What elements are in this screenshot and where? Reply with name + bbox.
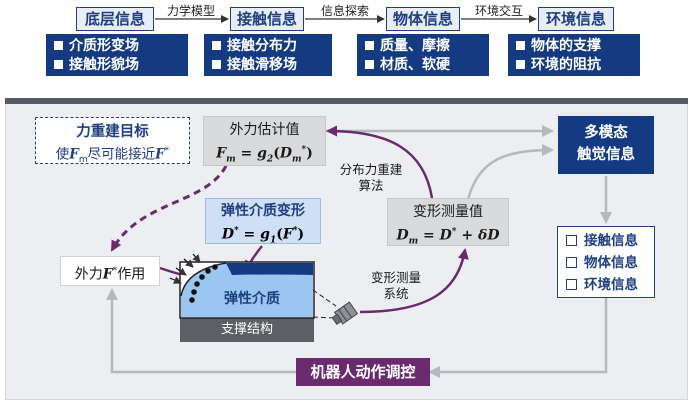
top-item: 接触形貌场 bbox=[54, 56, 188, 75]
force-arrow-small bbox=[183, 258, 194, 268]
top-item: 介质形变场 bbox=[54, 37, 188, 56]
square-bullet-icon bbox=[516, 59, 525, 69]
top-connectors bbox=[155, 15, 537, 23]
sensor-illustration bbox=[169, 253, 359, 342]
connector-label: 环境交互 bbox=[474, 4, 523, 18]
camera-sight-line bbox=[312, 289, 337, 307]
top-title-contact: 接触信息 bbox=[230, 7, 304, 31]
connector-label: 力学模型 bbox=[166, 4, 215, 18]
square-bullet-icon bbox=[212, 40, 221, 50]
info-item: 环境信息 bbox=[566, 274, 654, 296]
measure-system-label: 变形测量 系统 bbox=[364, 270, 428, 302]
force-arrow-small bbox=[192, 253, 201, 263]
medium-surface bbox=[180, 262, 227, 297]
checkbox-icon bbox=[566, 234, 577, 246]
force-estimate-box: 外力估计值 Fm = g2(Dm*) bbox=[203, 116, 326, 166]
checkbox-icon bbox=[566, 256, 577, 268]
deform-measure-formula: Dm = D* + δD bbox=[396, 227, 500, 247]
goal-line: 使Fm尽可能接近F* bbox=[55, 146, 170, 166]
camera-icon bbox=[331, 301, 359, 326]
square-bullet-icon bbox=[212, 59, 221, 69]
top-item: 接触分布力 bbox=[212, 37, 332, 56]
info-item: 接触信息 bbox=[566, 230, 654, 252]
top-item: 物体的支撑 bbox=[516, 37, 640, 56]
contact-dot bbox=[199, 274, 205, 280]
square-bullet-icon bbox=[54, 59, 63, 69]
contact-dot bbox=[189, 297, 195, 303]
goal-title: 力重建目标 bbox=[76, 124, 149, 140]
elastic-deform-title: 弹性介质变形 bbox=[221, 203, 305, 219]
contact-dot bbox=[194, 281, 200, 287]
top-items-environment: 物体的支撑 环境的阻抗 bbox=[508, 34, 640, 76]
medium-fill bbox=[181, 263, 313, 317]
multimodal-line: 触觉信息 bbox=[577, 147, 635, 163]
arrow-measure-to-multimodal bbox=[466, 144, 554, 201]
square-bullet-icon bbox=[365, 59, 374, 69]
elastic-medium-label: 弹性介质 bbox=[224, 291, 280, 307]
top-item: 接触滑移场 bbox=[212, 56, 332, 75]
contact-dot bbox=[205, 268, 211, 274]
deform-measure-box: 变形测量值 Dm = D* + δD bbox=[387, 198, 509, 246]
multimodal-info-box: 多模态 触觉信息 bbox=[558, 116, 654, 174]
arrow-robot-to-force bbox=[106, 288, 296, 374]
multimodal-line: 多模态 bbox=[584, 125, 628, 141]
robot-control-box: 机器人动作调控 bbox=[296, 358, 430, 386]
elastic-deform-formula: D* = g1(F*) bbox=[221, 226, 305, 246]
top-item: 质量、摩擦 bbox=[365, 37, 489, 56]
arrow-camera-to-measure bbox=[359, 248, 469, 314]
reconstruction-goal-box: 力重建目标 使Fm尽可能接近F* bbox=[35, 117, 190, 165]
arrow-measure-to-estimate bbox=[326, 125, 434, 199]
external-force-box: 外力F*作用 bbox=[60, 256, 160, 286]
info-item: 物体信息 bbox=[566, 252, 654, 274]
label-line: 变形测量 bbox=[370, 270, 421, 285]
contact-dot bbox=[212, 264, 218, 270]
label-line: 系统 bbox=[383, 286, 409, 301]
distributed-force-label: 分布力重建 算法 bbox=[331, 162, 411, 194]
arrow-info-to-robot bbox=[428, 298, 608, 378]
info-list-box: 接触信息 物体信息 环境信息 bbox=[557, 226, 655, 298]
top-title-environment: 环境信息 bbox=[538, 7, 614, 31]
force-estimate-title: 外力估计值 bbox=[229, 122, 300, 138]
label-line: 分布力重建 bbox=[339, 162, 403, 177]
arrow-estimate-to-force bbox=[110, 165, 228, 252]
top-items-contact: 接触分布力 接触滑移场 bbox=[204, 34, 332, 76]
medium-dark-region bbox=[226, 263, 313, 275]
force-arrow-small bbox=[169, 276, 182, 284]
square-bullet-icon bbox=[365, 40, 374, 50]
top-item: 环境的阻抗 bbox=[516, 56, 640, 75]
top-title-underlying: 底层信息 bbox=[76, 7, 154, 31]
deform-measure-title: 变形测量值 bbox=[413, 204, 483, 220]
contact-dot bbox=[191, 289, 197, 295]
connector-label: 信息探索 bbox=[320, 4, 369, 18]
square-bullet-icon bbox=[54, 40, 63, 50]
checkbox-icon bbox=[566, 278, 577, 290]
square-bullet-icon bbox=[516, 40, 525, 50]
elastic-deform-box: 弹性介质变形 D* = g1(F*) bbox=[205, 198, 321, 245]
force-arrow-small bbox=[175, 267, 187, 276]
label-line: 算法 bbox=[358, 178, 384, 193]
panel-top-bar bbox=[5, 98, 688, 104]
top-title-object: 物体信息 bbox=[386, 7, 460, 31]
top-items-underlying: 介质形变场 接触形貌场 bbox=[46, 34, 188, 76]
force-estimate-formula: Fm = g2(Dm*) bbox=[216, 145, 313, 165]
top-items-object: 质量、摩擦 材质、软硬 bbox=[357, 34, 489, 76]
top-item: 材质、软硬 bbox=[365, 56, 489, 75]
support-base bbox=[180, 318, 314, 342]
support-structure-label: 支撑结构 bbox=[220, 322, 273, 337]
